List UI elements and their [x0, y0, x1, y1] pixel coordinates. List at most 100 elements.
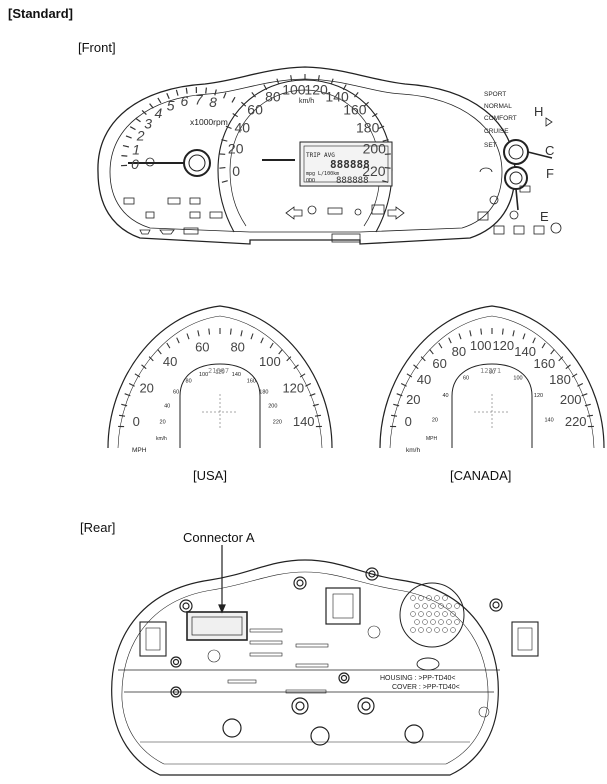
tach-tick-11	[185, 87, 188, 94]
canada-tick-26	[584, 403, 591, 407]
canada-tick-3	[396, 393, 403, 397]
canada-tick-8	[429, 348, 434, 355]
usa-tick-12	[197, 330, 200, 337]
canada-tick-24	[577, 383, 584, 387]
usa-kmh-120: 120	[215, 369, 224, 375]
canada-tick-21	[558, 356, 564, 362]
canada-tick-22	[565, 364, 571, 370]
usa-tick-25	[309, 393, 316, 397]
canada-center-text: 12271	[480, 367, 501, 375]
canada-kmh-180: 180	[549, 372, 571, 387]
usa-kmh-40: 40	[164, 403, 170, 409]
usa-tick-22	[293, 364, 299, 370]
canada-kmh-100: 100	[470, 338, 492, 353]
usa-kmh-180: 180	[259, 390, 268, 396]
canada-kmh-60: 60	[432, 356, 446, 371]
tach-unit: x1000rpm	[190, 117, 228, 127]
usa-dial	[107, 305, 333, 449]
speedo-unit: km/h	[299, 98, 314, 105]
canada-tick-20	[550, 348, 555, 355]
speaker-hole-9	[446, 603, 452, 609]
speaker-hole-21	[446, 619, 452, 625]
canada-tick-15	[501, 328, 504, 335]
tach-number-3: 3	[144, 115, 152, 131]
tach-tick-15	[223, 92, 227, 99]
housing-text: HOUSING : >PP-TD40<	[380, 675, 455, 682]
speaker-hole-16	[450, 611, 456, 617]
canada-tick-10	[448, 337, 452, 344]
usa-tick-19	[269, 342, 274, 349]
speaker-hole-8	[438, 603, 444, 609]
speaker-hole-4	[442, 595, 448, 601]
speaker-hole-17	[414, 619, 420, 625]
speaker-hole-23	[410, 627, 416, 633]
usa-kmh-100: 100	[199, 372, 208, 378]
canada-mph-60: 60	[463, 376, 469, 382]
usa-tick-20	[278, 348, 283, 355]
speaker-hole-6	[422, 603, 428, 609]
usa-tick-27	[314, 414, 321, 417]
usa-tick-5	[134, 373, 141, 378]
usa-tick-10	[176, 337, 180, 344]
usa-mph-20: 20	[139, 380, 153, 395]
tach-number-7: 7	[195, 92, 204, 108]
usa-tick-23	[299, 373, 306, 378]
usa-center-text: 21607	[208, 367, 229, 375]
speaker-hole-12	[418, 611, 424, 617]
tach-tick-10	[175, 89, 179, 96]
canada-mph-20: 20	[432, 417, 438, 423]
tach-number-6: 6	[181, 93, 189, 109]
usa-outer-unit: MPH	[132, 447, 147, 454]
usa-tick-7	[148, 356, 154, 362]
canada-kmh-40: 40	[417, 372, 431, 387]
speedo-tick-14	[342, 84, 347, 91]
usa-kmh-220: 220	[273, 419, 282, 425]
canada-kmh-20: 20	[406, 392, 420, 407]
speaker-hole-13	[426, 611, 432, 617]
usa-tick-6	[141, 364, 147, 370]
tach-tick-13	[205, 87, 207, 94]
section-title: [Standard]	[8, 6, 73, 21]
usa-tick-8	[157, 348, 162, 355]
tach-tick-9	[166, 92, 170, 99]
speaker-hole-22	[454, 619, 460, 625]
tach-number-2: 2	[136, 128, 145, 144]
canada-tick-9	[438, 342, 443, 349]
usa-tick-11	[186, 333, 190, 340]
tach-number-5: 5	[167, 98, 175, 114]
canada-mph-80: 80	[489, 369, 495, 375]
speedo-number-120: 120	[304, 82, 328, 98]
tach-tick-5	[135, 117, 141, 123]
canada-outer-unit: km/h	[406, 447, 420, 454]
usa-tick-17	[250, 333, 254, 340]
canada-tick-27	[586, 414, 593, 417]
temp-hot-label: H	[534, 104, 543, 119]
rear-cluster	[111, 545, 539, 776]
speaker-hole-18	[422, 619, 428, 625]
tachometer-ticks	[120, 86, 236, 167]
cover-text: COVER : >PP-TD40<	[392, 684, 460, 691]
tach-tick-6	[141, 109, 147, 116]
usa-kmh-160: 160	[247, 379, 256, 385]
canada-mph-120: 120	[534, 393, 543, 399]
speaker-hole-11	[410, 611, 416, 617]
tach-tick-8	[157, 97, 162, 104]
speaker-hole-2	[426, 595, 432, 601]
speaker-hole-24	[418, 627, 424, 633]
speaker-hole-0	[410, 595, 416, 601]
usa-kmh-140: 140	[232, 372, 241, 378]
mode-label-comfort: COMFORT	[484, 115, 517, 122]
speaker-hole-19	[430, 619, 436, 625]
usa-kmh-80: 80	[186, 379, 192, 385]
speedo-tick-1	[219, 167, 226, 169]
fuel-empty-label: E	[540, 209, 549, 224]
speedo-number-220: 220	[362, 163, 386, 179]
speaker-hole-14	[434, 611, 440, 617]
usa-tick-16	[240, 330, 243, 337]
canada-tick-18	[532, 337, 536, 344]
